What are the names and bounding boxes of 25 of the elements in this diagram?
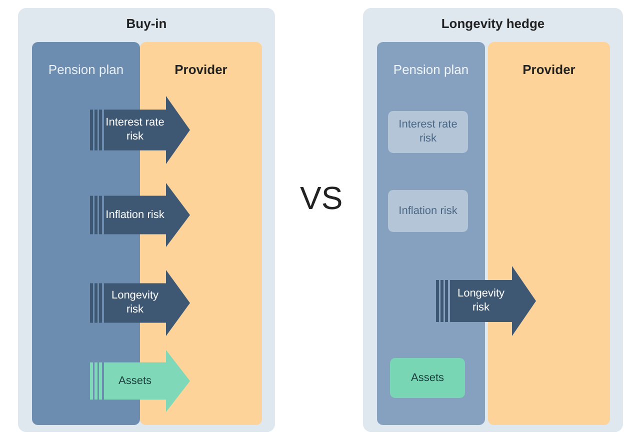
column-heading: Pension plan (47, 62, 125, 79)
risk-label: Assets (117, 374, 152, 388)
panel-title: Longevity hedge (440, 16, 546, 33)
assets-box (390, 358, 465, 398)
risk-arrow (436, 266, 536, 336)
risk-label: Interest rate risk (398, 118, 458, 146)
risk-arrow (90, 183, 190, 247)
faded-risk-box (388, 190, 468, 232)
risk-arrow (90, 96, 190, 164)
faded-risk-box (388, 111, 468, 153)
risk-label: Assets (410, 370, 445, 386)
risk-label: Longevity risk (456, 286, 506, 316)
comparison-label: VS (300, 180, 343, 217)
risk-label: Longevity risk (110, 288, 160, 318)
risk-label: Inflation risk (104, 208, 166, 222)
risk-arrow (90, 270, 190, 336)
risk-label: Inflation risk (398, 204, 458, 218)
panel-background (363, 8, 623, 432)
assets-arrow (90, 350, 190, 412)
column-heading: Pension plan (392, 62, 470, 79)
column-heading: Provider (174, 62, 228, 79)
panel-title: Buy-in (125, 16, 168, 33)
risk-label: Interest rate risk (104, 116, 166, 144)
column-heading: Provider (522, 62, 576, 79)
panel-background (18, 8, 275, 432)
